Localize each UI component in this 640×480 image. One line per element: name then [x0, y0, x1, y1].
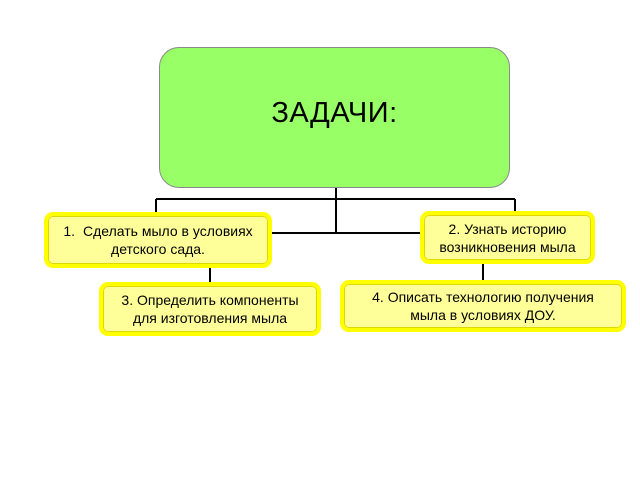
task-node-4: 4. Описать технологию получения мыла в у… — [340, 280, 626, 332]
task-1-line-2: детского сада. — [111, 241, 205, 257]
task-node-3: 3. Определить компоненты для изготовлени… — [99, 282, 321, 336]
task-text-3: 3. Определить компоненты для изготовлени… — [121, 291, 298, 327]
task-text-2: 2. Узнать историю возникновения мыла — [439, 220, 575, 256]
task-node-2: 2. Узнать историю возникновения мыла — [420, 211, 595, 264]
task-number-1: 1. — [63, 223, 76, 239]
task-1-line-1: Сделать мыло в условиях — [83, 223, 253, 239]
task-4-line-1: 4. Описать технологию получения — [372, 289, 594, 305]
task-4-line-2: мыла в условиях ДОУ. — [410, 307, 556, 323]
root-title: ЗАДАЧИ: — [271, 97, 398, 129]
task-3-line-2: для изготовления мыла — [132, 310, 288, 326]
task-text-4: 4. Описать технологию получения мыла в у… — [372, 288, 594, 324]
task-3-line-1: 3. Определить компоненты — [121, 292, 299, 308]
task-text-1: 1. Сделать мыло в условиях детского сада. — [63, 222, 252, 258]
root-node: ЗАДАЧИ: — [159, 47, 510, 188]
task-node-1: 1. Сделать мыло в условиях детского сада. — [44, 212, 272, 268]
task-2-line-2: возникновения мыла — [439, 238, 576, 255]
task-2-line-1: 2. Узнать историю — [448, 220, 567, 237]
